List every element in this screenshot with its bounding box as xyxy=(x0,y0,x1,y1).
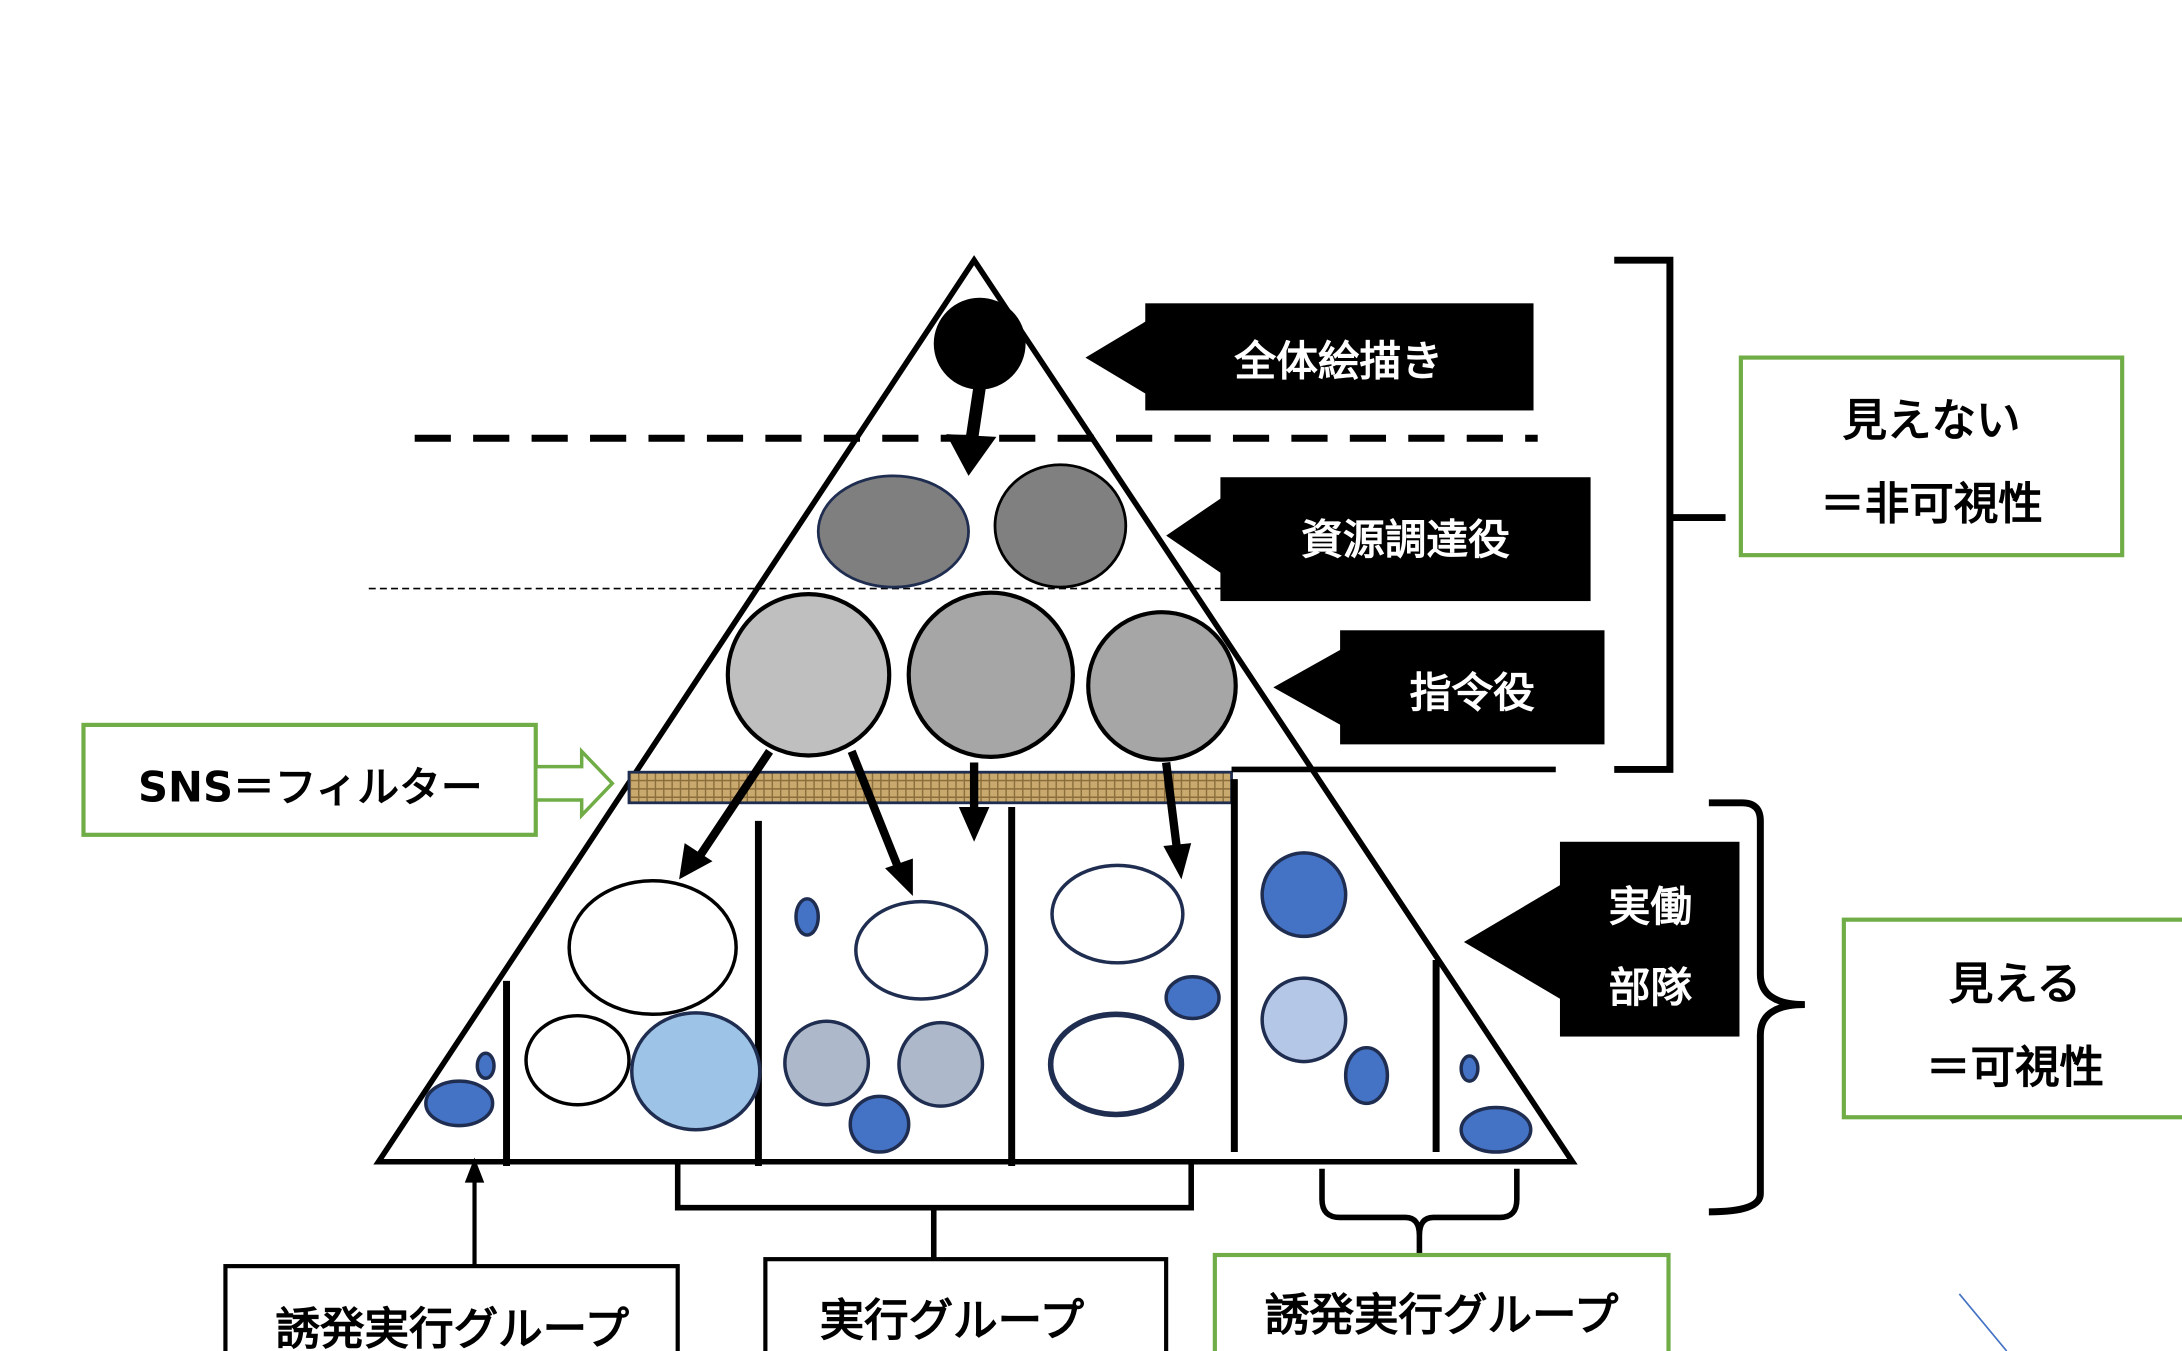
label-overall-planner: 全体絵描き xyxy=(1085,303,1534,411)
box-text: ＝可視性 xyxy=(1926,1042,2104,1093)
execution-group-box: 実行グループ xyxy=(763,1257,1169,1351)
bracket-execution xyxy=(674,1161,1194,1260)
arrow-planner xyxy=(965,385,986,444)
box-text: 見える xyxy=(1949,959,2081,1010)
planner-node xyxy=(933,297,1026,390)
label-resource-procurement: 資源調達役 xyxy=(1166,477,1591,602)
pyramid-outline xyxy=(373,255,1578,1165)
label-text: 資源調達役 xyxy=(1301,515,1510,564)
group-dividers xyxy=(503,779,1440,1166)
bracket-visible xyxy=(1708,799,1805,1216)
invisible-box: 見えない ＝非可視性 xyxy=(1738,355,2125,558)
commander-node xyxy=(1086,610,1238,762)
box-text: ＝非可視性 xyxy=(1820,479,2043,530)
label-commander: 指令役 xyxy=(1273,630,1605,745)
visible-box: 見える ＝可視性 xyxy=(1841,917,2182,1120)
sns-filter-bar xyxy=(627,770,1233,805)
arrow-left-icon xyxy=(1463,883,1563,1001)
arrowhead xyxy=(946,434,997,476)
arrowhead xyxy=(464,1157,485,1183)
box-text: SNS＝フィルター xyxy=(138,762,483,811)
box-text: 誘発実行グループ xyxy=(1265,1290,1619,1341)
arrow-left-icon xyxy=(1273,648,1343,727)
arrow-left-icon xyxy=(1166,496,1224,575)
bracket-induced-right xyxy=(1319,1168,1520,1260)
label-text: 部隊 xyxy=(1609,963,1693,1012)
box-text: 誘発実行グループ xyxy=(276,1304,630,1351)
label-text: 全体絵描き xyxy=(1233,337,1443,386)
operative-nodes xyxy=(424,851,1533,1154)
box-text: 実行グループ xyxy=(820,1296,1085,1347)
induced-group-right-box: 誘発実行グループ xyxy=(1212,1252,1671,1351)
label-text: 実働 xyxy=(1609,882,1692,931)
procurement-node xyxy=(816,474,970,589)
hollow-arrow-icon xyxy=(534,746,615,820)
induced-group-left-box: 誘発実行グループ xyxy=(223,1264,680,1351)
decorative-blue-line xyxy=(1958,1293,2008,1351)
commander-node xyxy=(906,590,1075,759)
procurement-node xyxy=(993,463,1128,589)
arrowheads xyxy=(679,806,1192,897)
box-text: 見えない xyxy=(1842,395,2020,446)
arrow-left-icon xyxy=(1085,320,1149,396)
sns-filter-box: SNS＝フィルター xyxy=(81,722,615,837)
command-arrows xyxy=(696,749,1182,872)
label-operatives: 実働 部隊 xyxy=(1463,841,1740,1037)
label-text: 指令役 xyxy=(1410,668,1535,717)
commander-node xyxy=(725,592,892,758)
bracket-invisible xyxy=(1614,256,1726,773)
